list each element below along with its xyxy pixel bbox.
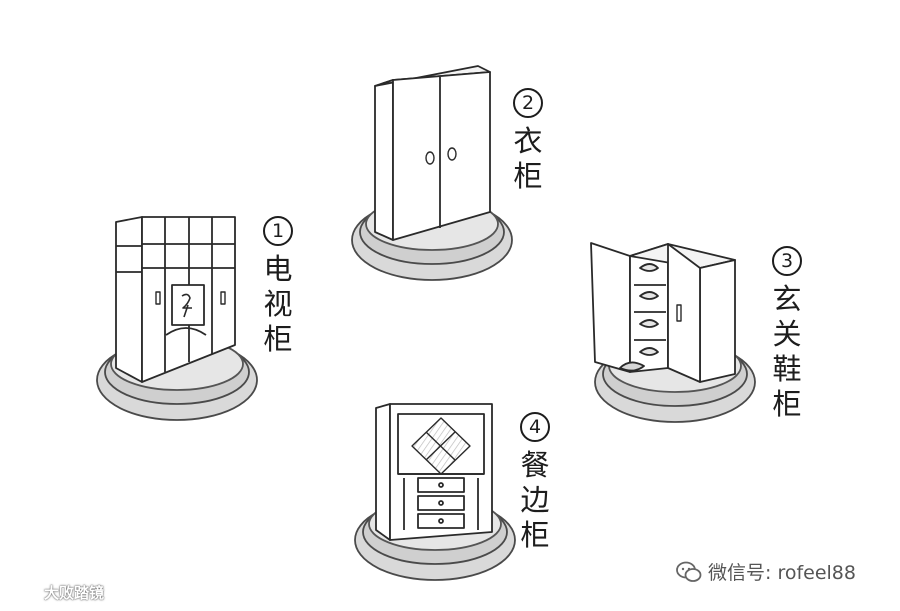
label-char: 关 [772, 317, 802, 351]
number-badge-4: 4 [520, 412, 550, 442]
label-char: 衣 [513, 124, 543, 158]
wardrobe-drawing [351, 65, 513, 281]
tv-cabinet-label: 1 电 视 柜 [263, 216, 293, 357]
brand-logo-icon [6, 585, 38, 600]
brand-text: 大败踏镜 [44, 584, 105, 602]
shoe-cabinet-drawing [590, 242, 756, 423]
label-char: 柜 [772, 387, 802, 421]
label-char: 柜 [513, 159, 543, 193]
number-badge-3: 3 [772, 246, 802, 276]
number-badge-1: 1 [263, 216, 293, 246]
label-char: 餐 [520, 448, 550, 482]
sideboard-label: 4 餐 边 柜 [520, 412, 550, 553]
sideboard-drawing [354, 403, 516, 581]
shoe-cabinet-label: 3 玄 关 鞋 柜 [772, 246, 802, 422]
wardrobe-body [374, 65, 491, 241]
label-char: 边 [520, 483, 550, 517]
label-char: 柜 [263, 322, 293, 356]
sideboard-body [375, 403, 493, 541]
shoe-cabinet-body [590, 242, 736, 383]
label-char: 玄 [772, 282, 802, 316]
wardrobe-label: 2 衣 柜 [513, 88, 543, 194]
tv-cabinet-body [115, 216, 236, 383]
label-char: 视 [263, 287, 293, 321]
label-char: 柜 [520, 518, 550, 552]
tv-cabinet-drawing [96, 216, 258, 421]
wechat-icon [676, 561, 702, 582]
number-badge-2: 2 [513, 88, 543, 118]
wechat-watermark: 微信号: rofeel88 [676, 558, 856, 585]
label-char: 鞋 [772, 352, 802, 386]
brand-watermark: 大败踏镜 [6, 582, 104, 603]
label-char: 电 [263, 252, 293, 286]
wechat-id-text: 微信号: rofeel88 [708, 562, 856, 584]
